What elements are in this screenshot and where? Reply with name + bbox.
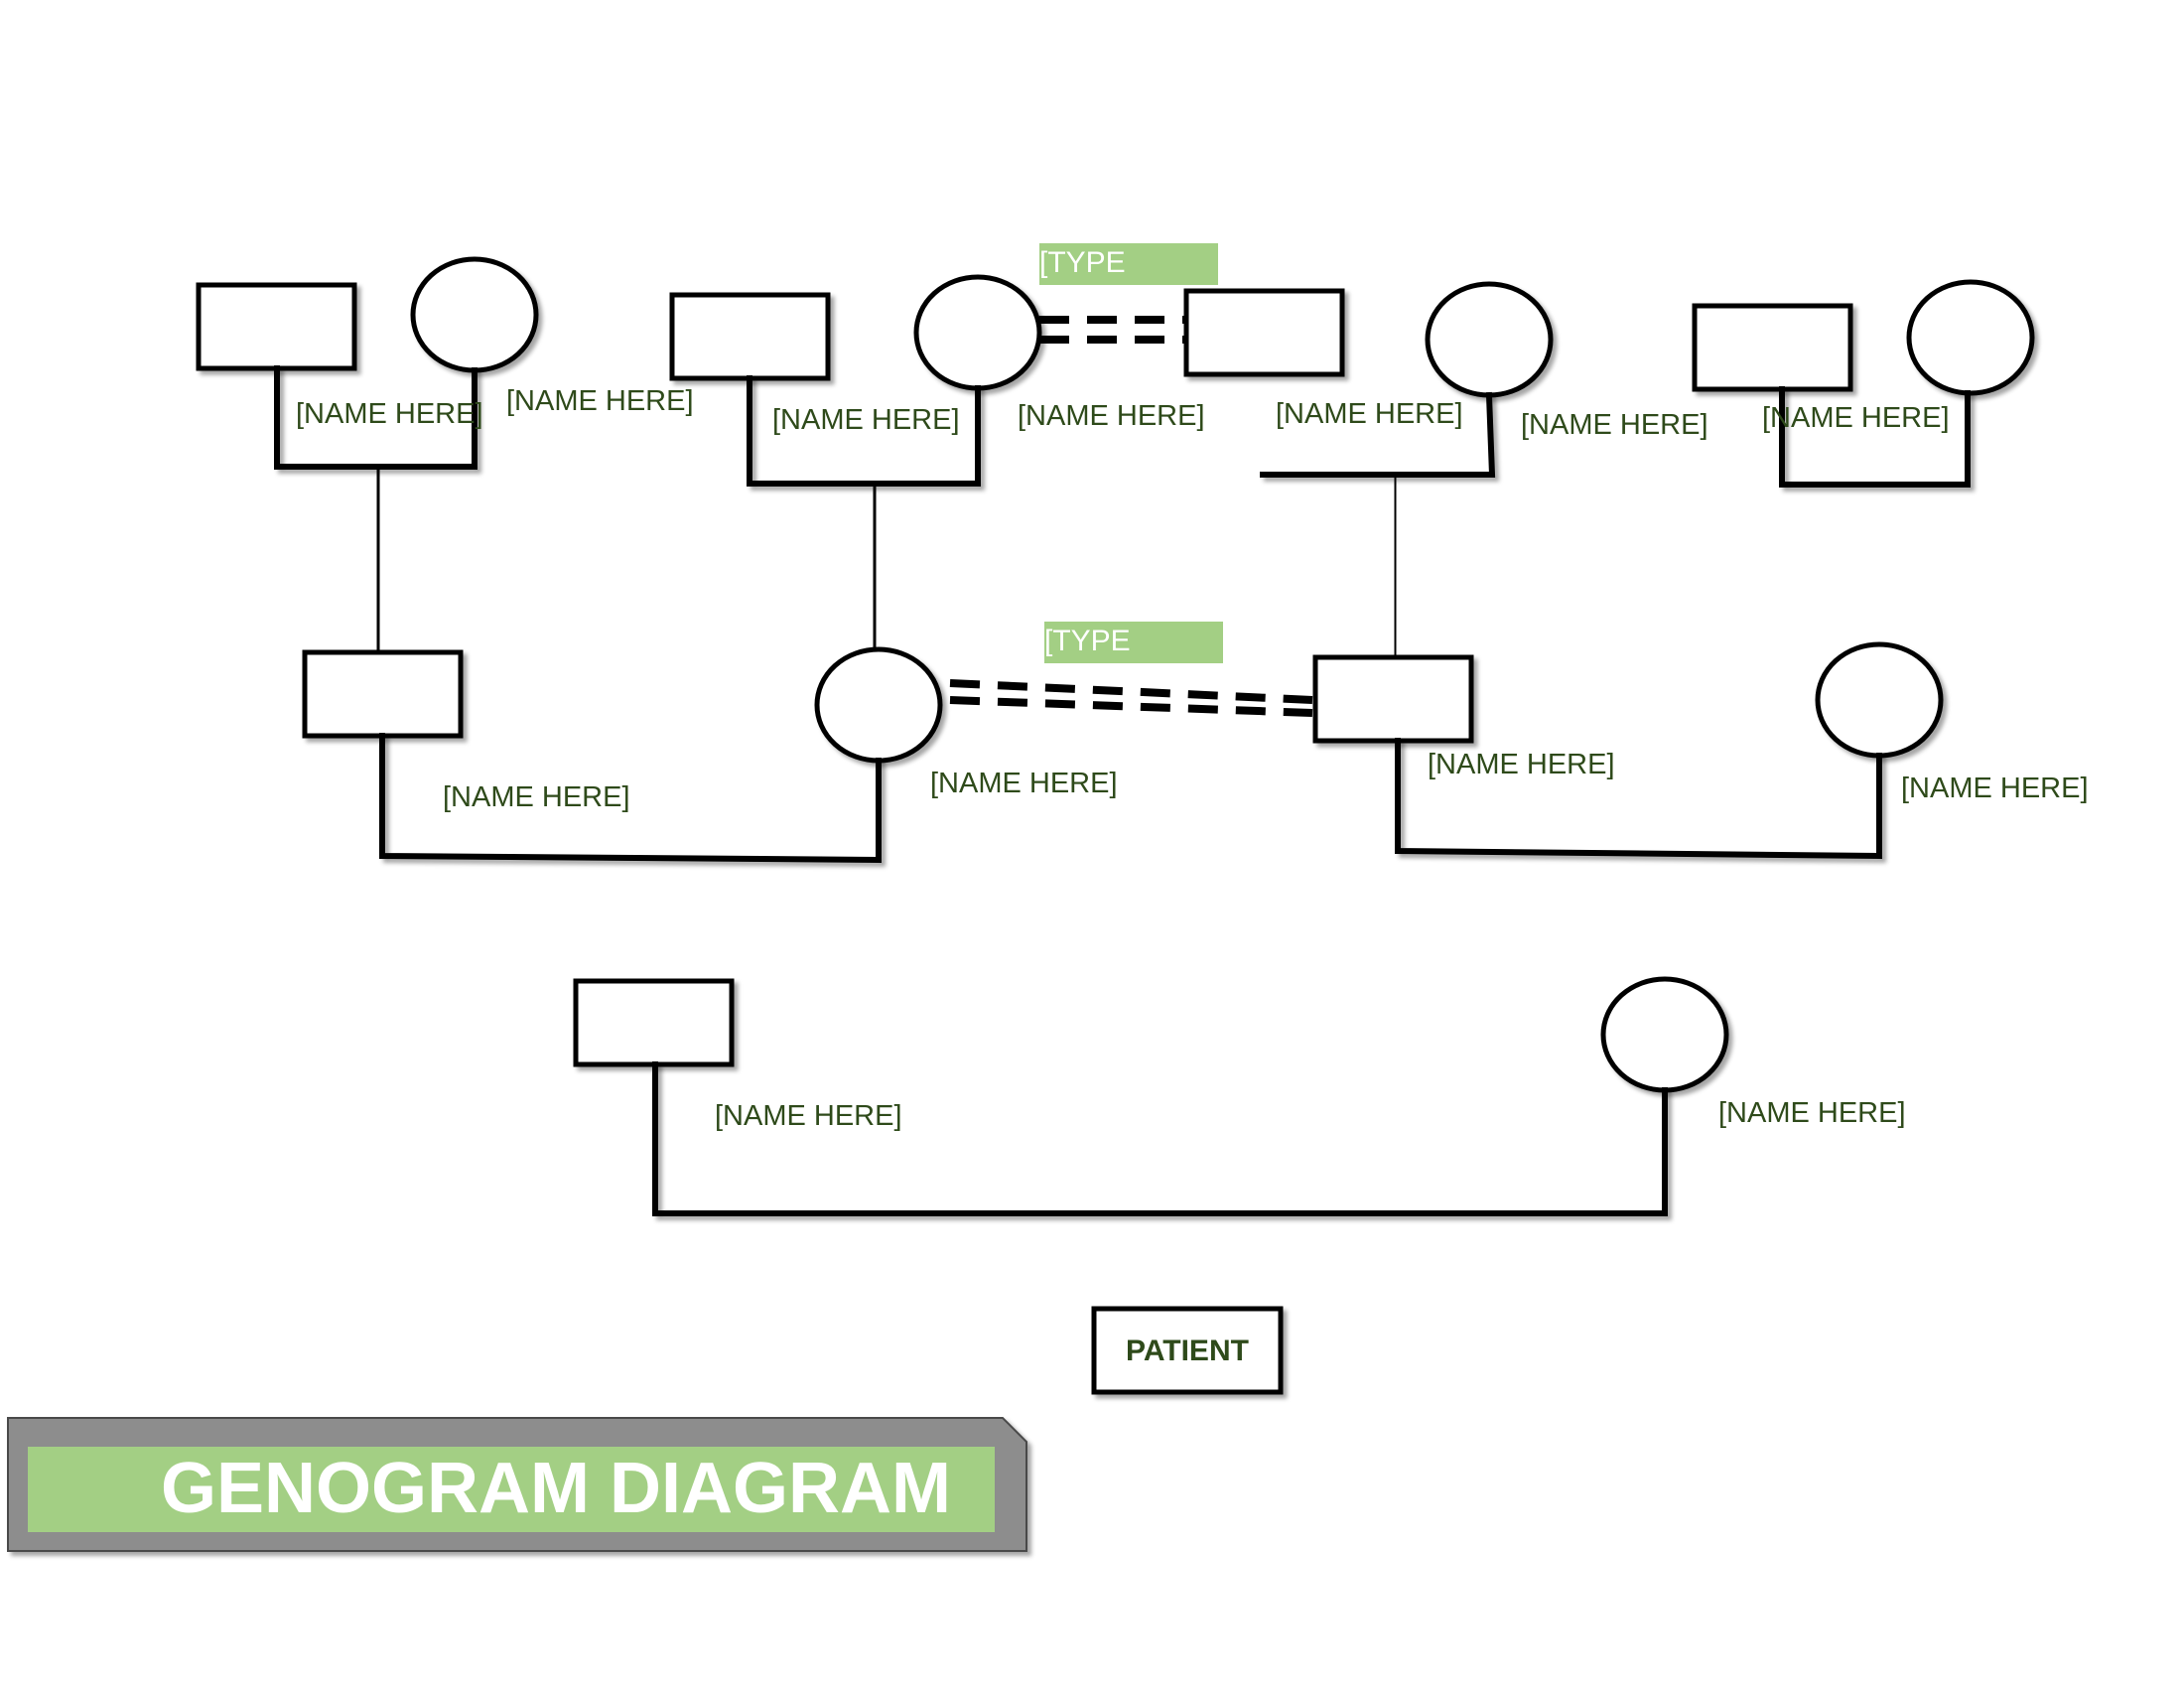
name-label[interactable]: [NAME HERE] [930,768,1118,799]
marriage-line [274,365,478,470]
page-title: GENOGRAM DIAGRAM [161,1449,951,1528]
marriage-line [1779,386,1971,488]
relationship-type-box [1044,622,1223,663]
male-symbol[interactable] [573,978,735,1067]
relationship-type-label[interactable]: [TYPE [1044,625,1131,657]
female-symbol[interactable] [1815,641,1944,759]
name-label[interactable]: [NAME HERE] [1718,1097,1906,1129]
relationship-line [1039,316,1186,344]
female-symbol[interactable] [814,646,943,764]
name-label[interactable]: [NAME HERE] [443,781,630,813]
male-symbol[interactable] [302,649,464,739]
name-label[interactable]: [NAME HERE] [772,404,960,436]
name-label[interactable]: [NAME HERE] [1521,409,1708,441]
marriage-line [747,375,981,487]
name-label[interactable]: [NAME HERE] [506,385,694,417]
female-symbol[interactable] [1425,281,1554,398]
descent-line [1391,471,1400,659]
marriage-line [652,1061,1668,1216]
patient-label: PATIENT [1126,1335,1249,1367]
name-label[interactable]: [NAME HERE] [1762,402,1950,434]
marriage-line [379,733,882,864]
title-banner-fill [28,1447,995,1532]
female-symbol[interactable] [913,274,1042,391]
male-symbol[interactable] [1183,288,1345,377]
female-symbol[interactable] [1600,976,1729,1093]
name-label[interactable]: [NAME HERE] [1428,749,1615,780]
marriage-line [1260,391,1496,478]
female-symbol[interactable] [1906,279,2035,396]
name-label[interactable]: [NAME HERE] [715,1100,902,1132]
name-label[interactable]: [NAME HERE] [1276,398,1463,430]
relationship-line [949,679,1313,717]
name-label[interactable]: [NAME HERE] [296,398,483,430]
name-label[interactable]: [NAME HERE] [1018,400,1205,432]
patient-symbol[interactable] [1091,1306,1284,1395]
descent-line [870,480,880,652]
name-label[interactable]: [NAME HERE] [1901,773,2089,804]
descent-line [373,463,383,655]
male-symbol[interactable] [1692,303,1853,392]
male-symbol[interactable] [196,282,357,371]
relationship-type-label[interactable]: [TYPE [1039,246,1126,279]
relationship-type-box [1039,243,1218,285]
female-symbol[interactable] [410,256,539,373]
male-symbol[interactable] [669,292,831,381]
male-symbol[interactable] [1312,654,1474,744]
marriage-line [1395,738,1882,860]
